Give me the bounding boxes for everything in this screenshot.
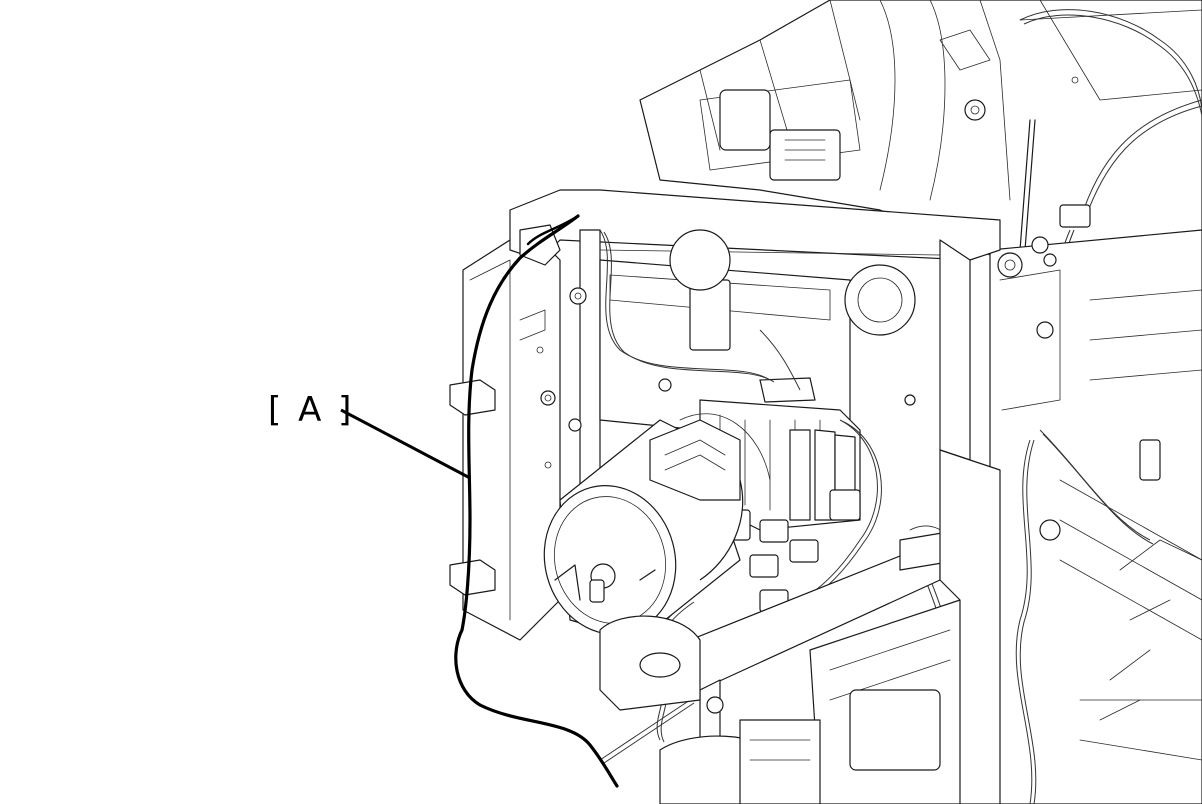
right-side-frame xyxy=(989,229,1202,804)
motor xyxy=(543,413,771,641)
lower-bracket xyxy=(599,449,1001,804)
upper-drum-housing xyxy=(639,0,1202,261)
left-side-plate xyxy=(449,239,561,641)
callout-label-a: [ A ] xyxy=(268,390,355,430)
callout-leader-line xyxy=(340,408,471,480)
cable-a xyxy=(454,214,619,788)
